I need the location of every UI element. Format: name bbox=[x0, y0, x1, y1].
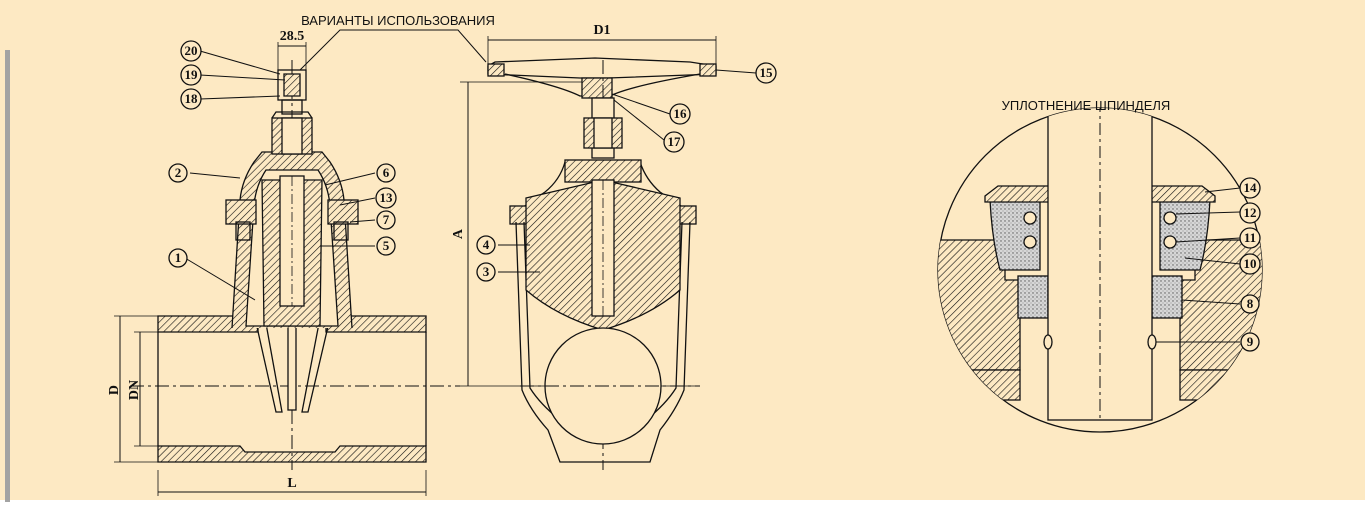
dim-a: A bbox=[451, 228, 466, 239]
callout-2: 2 bbox=[168, 163, 188, 183]
callout-19: 19 bbox=[180, 64, 202, 86]
svg-text:1: 1 bbox=[175, 250, 182, 265]
callout-5: 5 bbox=[376, 236, 396, 256]
svg-text:2: 2 bbox=[175, 165, 182, 180]
callout-17: 17 bbox=[663, 131, 685, 153]
callout-15: 15 bbox=[755, 62, 777, 84]
callout-11: 11 bbox=[1239, 227, 1261, 249]
callout-leaders bbox=[184, 50, 1241, 343]
stem-seal-label: УПЛОТНЕНИЕ ШПИНДЕЛЯ bbox=[1002, 98, 1171, 113]
stem-seal-detail bbox=[937, 107, 1263, 433]
svg-text:7: 7 bbox=[383, 212, 390, 227]
dim-d: D bbox=[107, 385, 122, 395]
svg-text:14: 14 bbox=[1244, 180, 1258, 195]
svg-text:16: 16 bbox=[674, 106, 688, 121]
dim-l: L bbox=[287, 476, 296, 491]
callout-20: 20 bbox=[180, 40, 202, 62]
svg-text:10: 10 bbox=[1244, 256, 1257, 271]
callout-8: 8 bbox=[1240, 294, 1260, 314]
callout-1: 1 bbox=[168, 248, 188, 268]
dim-d1: D1 bbox=[593, 23, 610, 38]
callout-7: 7 bbox=[376, 210, 396, 230]
callout-9: 9 bbox=[1240, 332, 1260, 352]
dim-dn: DN bbox=[127, 380, 142, 400]
svg-text:12: 12 bbox=[1244, 205, 1257, 220]
callout-13: 13 bbox=[375, 187, 397, 209]
callouts: 1 2 3 4 5 6 7 13 18 19 20 15 16 17 14 12… bbox=[168, 40, 1261, 352]
center-front-view bbox=[460, 36, 717, 470]
svg-text:3: 3 bbox=[483, 264, 490, 279]
svg-text:11: 11 bbox=[1244, 230, 1256, 245]
svg-text:5: 5 bbox=[383, 238, 390, 253]
callout-12: 12 bbox=[1239, 202, 1261, 224]
svg-text:17: 17 bbox=[668, 134, 682, 149]
callout-6: 6 bbox=[376, 163, 396, 183]
svg-text:15: 15 bbox=[760, 65, 774, 80]
callout-14: 14 bbox=[1239, 177, 1261, 199]
svg-text:13: 13 bbox=[380, 190, 394, 205]
dim-28-5: 28.5 bbox=[280, 29, 305, 44]
callout-3: 3 bbox=[476, 262, 496, 282]
svg-text:4: 4 bbox=[483, 237, 490, 252]
left-section-view bbox=[114, 29, 487, 496]
callout-18: 18 bbox=[180, 88, 202, 110]
usage-variants-label: ВАРИАНТЫ ИСПОЛЬЗОВАНИЯ bbox=[301, 13, 495, 28]
svg-text:6: 6 bbox=[383, 165, 390, 180]
callout-10: 10 bbox=[1239, 253, 1261, 275]
callout-4: 4 bbox=[476, 235, 496, 255]
svg-text:9: 9 bbox=[1247, 334, 1254, 349]
svg-text:18: 18 bbox=[185, 91, 199, 106]
callout-16: 16 bbox=[669, 103, 691, 125]
left-edge-strip bbox=[5, 50, 10, 502]
svg-text:8: 8 bbox=[1247, 296, 1254, 311]
svg-text:20: 20 bbox=[185, 43, 198, 58]
svg-text:19: 19 bbox=[185, 67, 199, 82]
